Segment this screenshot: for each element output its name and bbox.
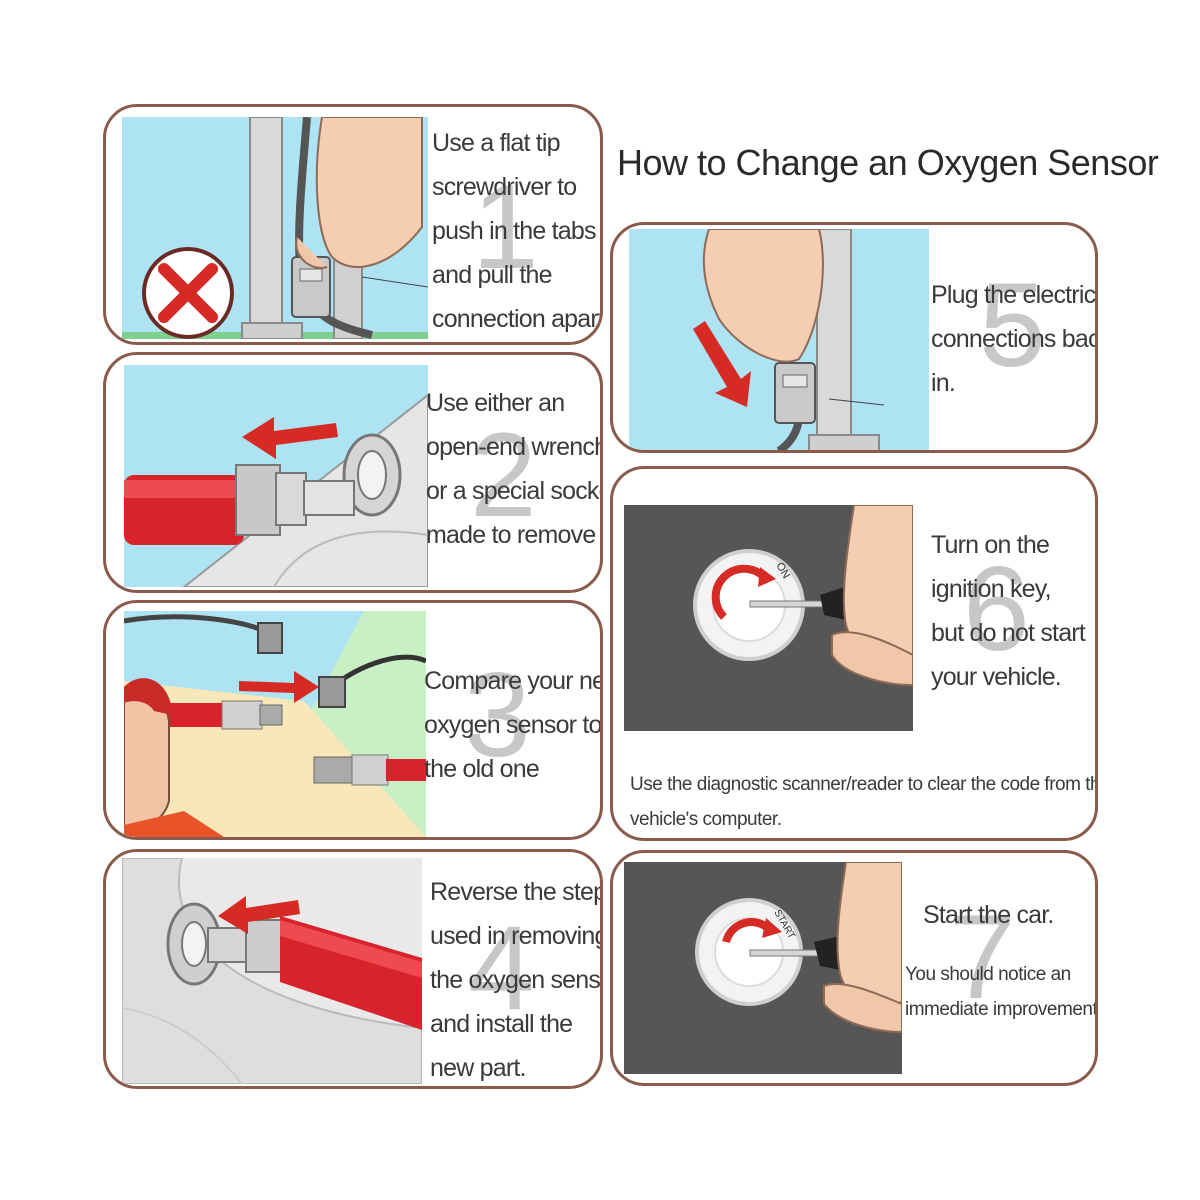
step-3-card: 3 Compare your new oxygen sensor to the … — [103, 600, 603, 840]
step-number: 3 — [464, 648, 531, 782]
step-text: Use a flat tip screwdriver to push in th… — [432, 129, 603, 333]
step-3-illustration — [124, 611, 426, 837]
step-6-illustration: ON — [624, 505, 913, 731]
no-entry-x-icon — [142, 247, 234, 339]
step-7-illustration: START — [624, 862, 902, 1074]
step-6-note: Use the diagnostic scanner/reader to cle… — [630, 774, 1098, 830]
step-7-card: START 7 Start the car. You should notice… — [610, 850, 1098, 1086]
step-4-illustration — [122, 858, 422, 1084]
page-title: How to Change an Oxygen Sensor — [617, 142, 1159, 183]
step-number: 5 — [979, 258, 1046, 392]
step-number: 2 — [470, 408, 537, 542]
step-2-illustration — [124, 365, 428, 587]
step-text: Compare your new oxygen sensor to the ol… — [424, 667, 603, 783]
step-7-subtext: You should notice an immediate improveme… — [905, 964, 1098, 1020]
step-number: 4 — [468, 901, 535, 1035]
step-5-illustration — [629, 229, 929, 450]
step-6-card: ON 6 Turn on the ignition key, but do no… — [610, 466, 1098, 841]
step-4-card: 4 Reverse the steps used in removing the… — [103, 849, 603, 1089]
step-2-card: 2 Use either an open-end wrench or a spe… — [103, 352, 603, 593]
step-text: Start the car. — [923, 901, 1054, 929]
step-number: 1 — [472, 160, 539, 294]
step-text: Reverse the steps used in removing the o… — [430, 878, 603, 1082]
step-5-card: 5 Plug the electrical connections back i… — [610, 222, 1098, 453]
step-text: Use either an open-end wrench or a speci… — [426, 389, 603, 549]
step-text: Plug the electrical connections back in. — [931, 281, 1098, 397]
step-text: Turn on the ignition key, but do not sta… — [931, 531, 1086, 691]
step-number: 7 — [949, 890, 1016, 1024]
step-number: 6 — [963, 542, 1030, 676]
step-1-illustration — [122, 117, 428, 339]
step-1-card: 1 Use a flat tip screwdriver to push in … — [103, 104, 603, 345]
